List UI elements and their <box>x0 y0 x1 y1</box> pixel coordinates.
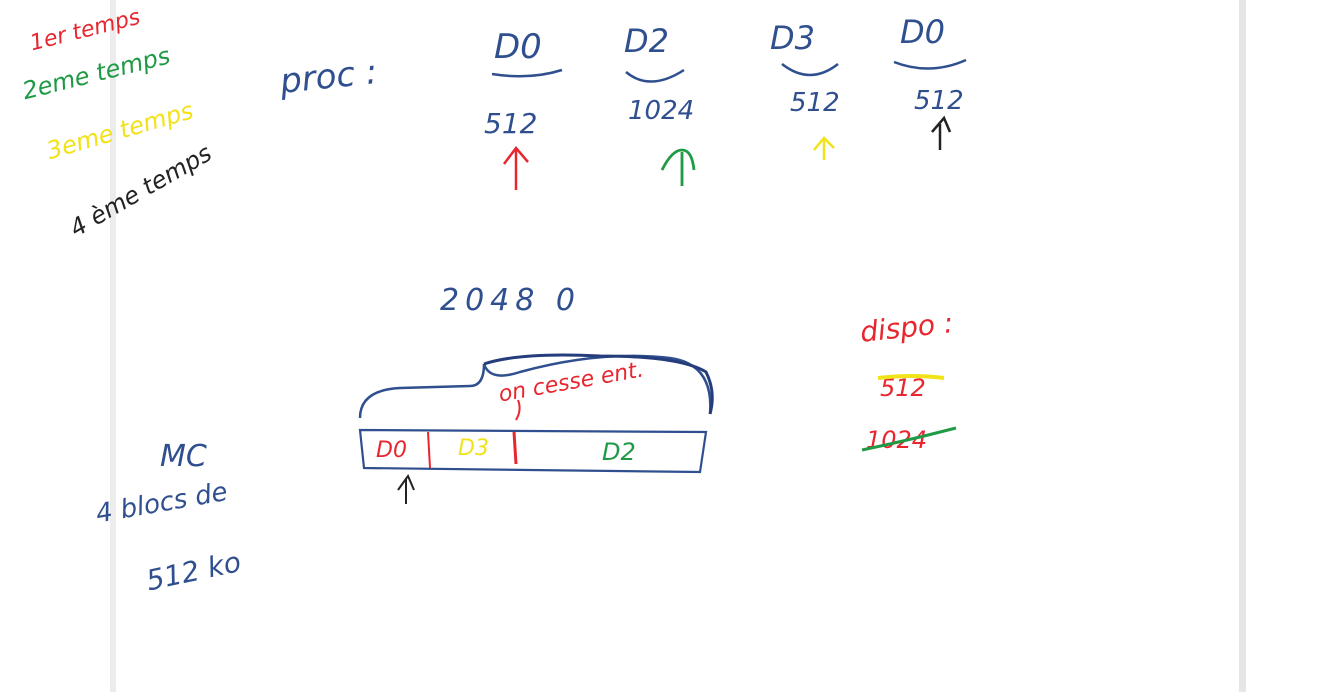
memory-total: 2048 0 <box>440 283 581 318</box>
memory-pointer-icon <box>397 473 415 504</box>
process-3-size: 512 <box>790 88 840 118</box>
process-1-name: D0 <box>494 27 542 67</box>
mc-line-1: MC <box>160 439 207 474</box>
process-3-arrow-icon <box>813 136 835 160</box>
memory-divider-2 <box>512 431 518 465</box>
left-page-edge <box>110 0 116 692</box>
process-2-arrow-icon <box>660 148 696 186</box>
right-page-edge <box>1239 0 1246 692</box>
memory-divider-1 <box>427 431 431 469</box>
process-4-name: D0 <box>900 13 945 51</box>
process-1-arrow-icon <box>503 146 529 190</box>
process-2-name: D2 <box>624 22 669 60</box>
process-2-size: 1024 <box>628 96 695 126</box>
process-4-size: 512 <box>914 86 964 116</box>
process-2-underline <box>625 68 685 83</box>
note-pointer <box>515 399 521 421</box>
dispo-item-2-strike <box>861 426 957 452</box>
process-1-size: 512 <box>484 107 538 140</box>
right-margin <box>1246 0 1317 692</box>
dispo-item-1: 512 <box>880 374 926 402</box>
left-margin <box>0 0 110 692</box>
memory-block-d3: D3 <box>458 436 489 461</box>
memory-brace <box>358 354 712 419</box>
process-1-underline <box>491 68 563 78</box>
process-4-underline <box>893 58 967 70</box>
memory-block-d0: D0 <box>376 438 407 463</box>
memory-brace-thick <box>483 353 714 415</box>
memory-bar <box>358 428 708 474</box>
process-3-name: D3 <box>770 19 815 57</box>
memory-block-d2: D2 <box>602 438 636 466</box>
process-4-arrow-icon <box>931 115 952 150</box>
process-3-underline <box>781 63 839 77</box>
dispo-item-1-strike <box>877 374 945 380</box>
